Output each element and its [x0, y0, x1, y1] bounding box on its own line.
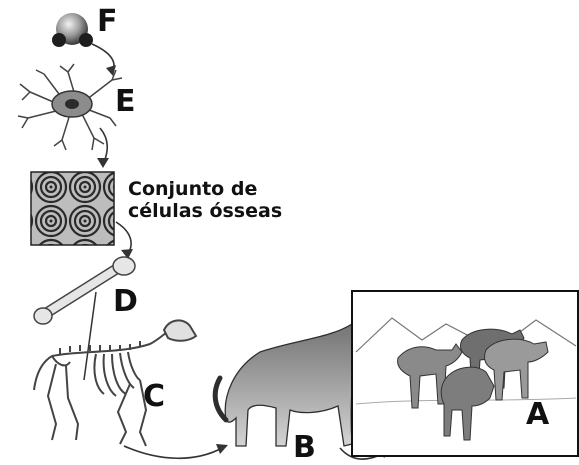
label-b: B: [293, 433, 316, 463]
label-a: A: [526, 400, 549, 430]
caption-line-1: Conjunto de: [128, 178, 282, 200]
arrow-tissue-to-organ: [116, 222, 131, 254]
cell-nucleus: [65, 99, 79, 109]
molecule-icon: [52, 13, 93, 47]
bone-tissue-image: [31, 172, 114, 245]
label-f: F: [97, 7, 118, 37]
arrowhead: [97, 158, 109, 168]
arrow-e-to-tissue: [100, 128, 107, 162]
caption-line-2: células ósseas: [128, 200, 282, 222]
arrow-c-to-b: [124, 446, 222, 458]
skeleton-system-icon: [34, 320, 196, 446]
arrowhead: [216, 444, 228, 454]
label-e: E: [115, 87, 136, 117]
bone-tissue-caption: Conjunto de células ósseas: [128, 178, 282, 222]
label-c: C: [143, 382, 165, 412]
label-d: D: [113, 287, 138, 317]
